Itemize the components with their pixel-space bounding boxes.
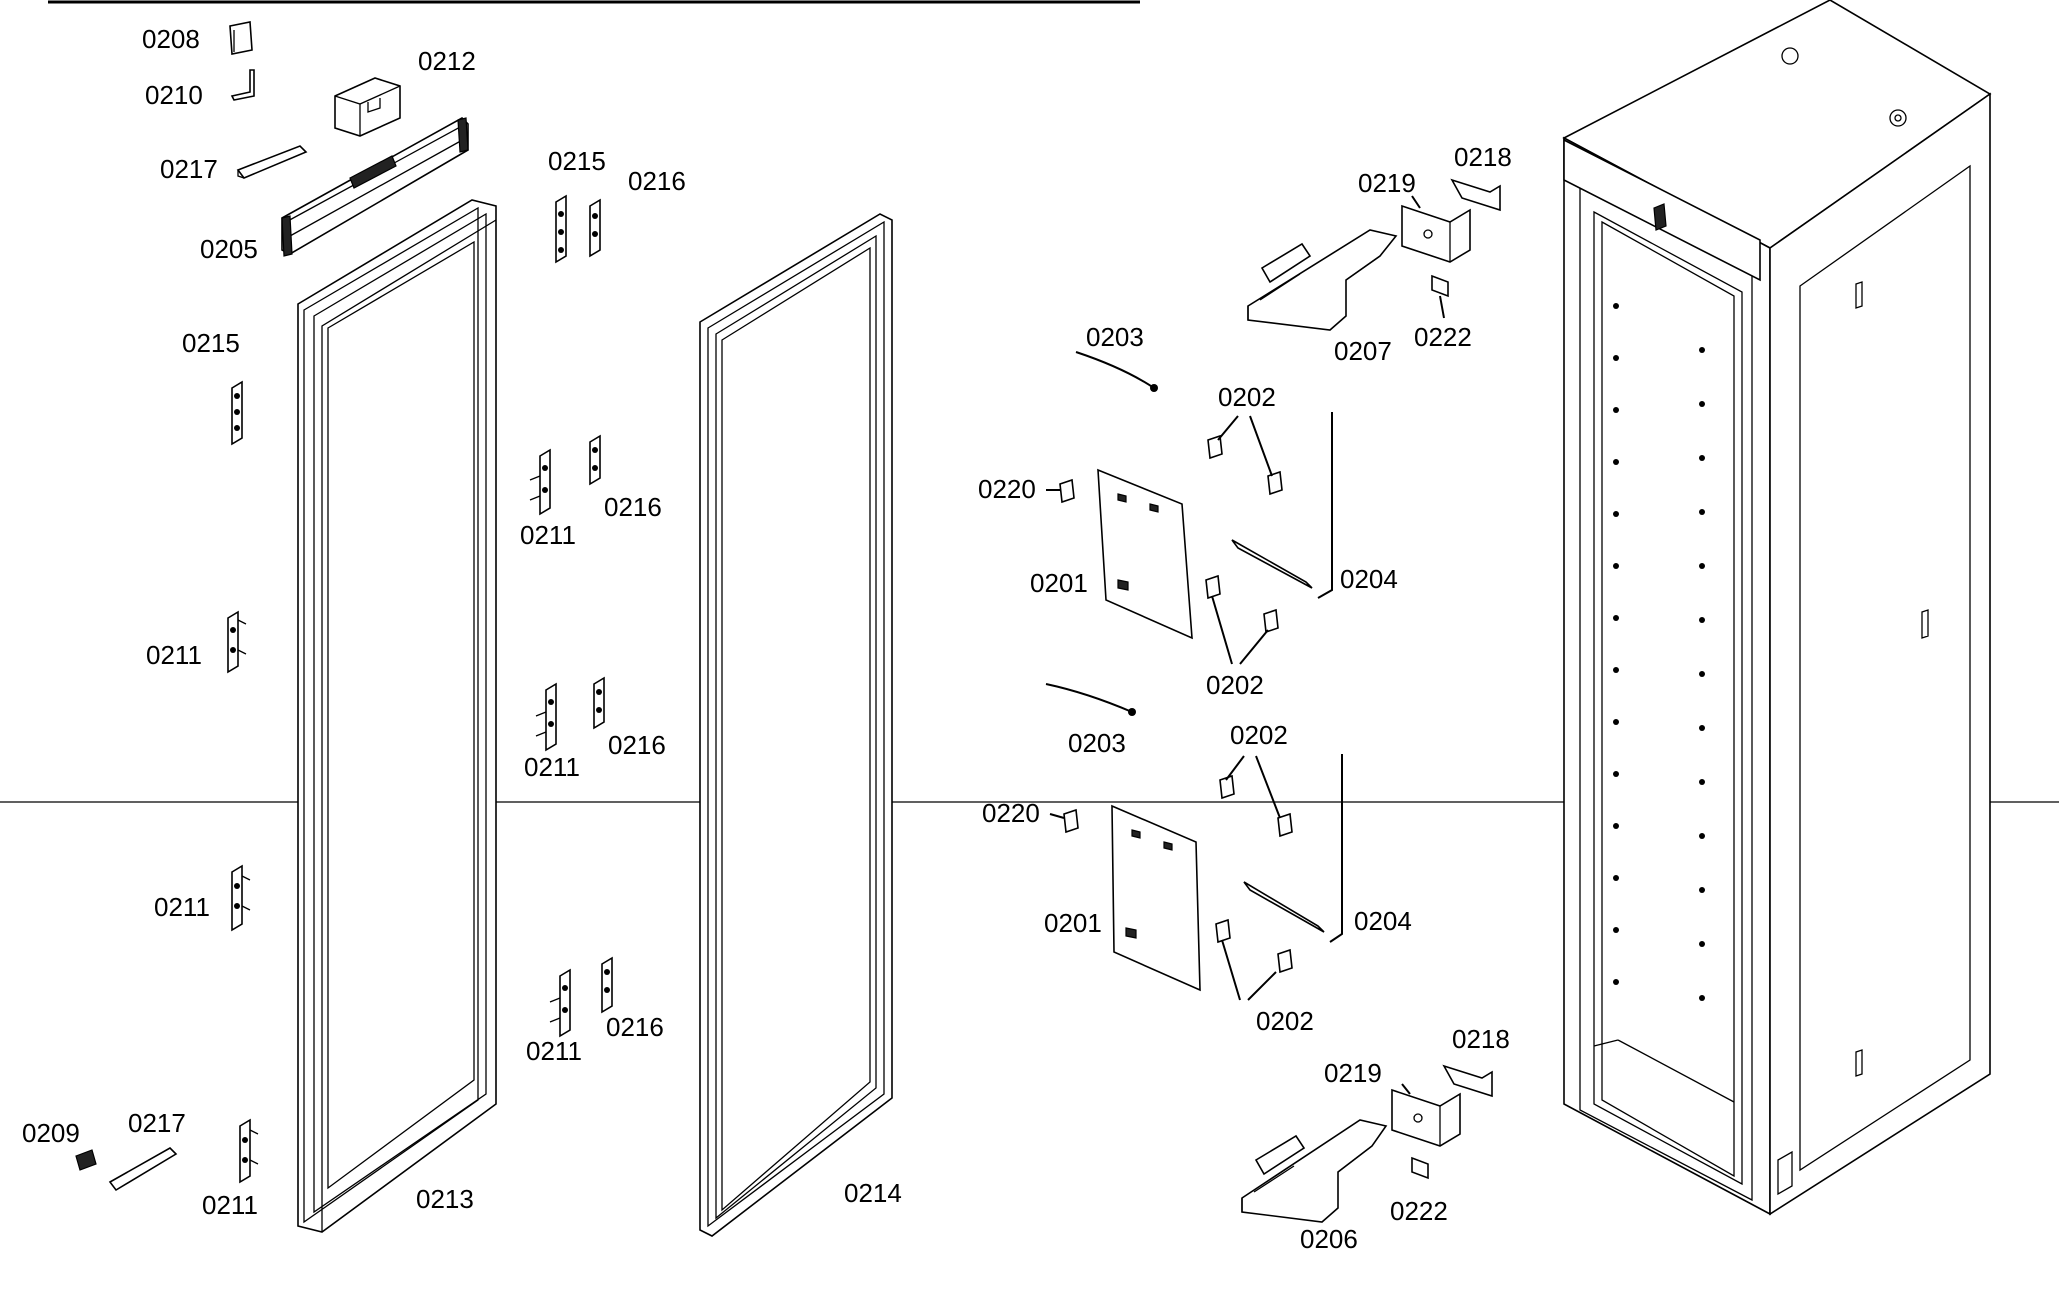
refrigerator-cabinet xyxy=(1562,0,1992,1216)
part-0204-upper-light-bar xyxy=(1231,412,1333,599)
label-0205: 0205 xyxy=(200,234,258,264)
leader-0202c xyxy=(1225,755,1281,819)
label-0201-lower: 0201 xyxy=(1044,908,1102,938)
leader-0202d xyxy=(1221,939,1277,1001)
part-0215-pin-left xyxy=(231,380,243,446)
label-0206: 0206 xyxy=(1300,1224,1358,1254)
label-0216-2: 0216 xyxy=(604,492,662,522)
label-0215-left: 0215 xyxy=(182,328,240,358)
label-0211-left-3: 0211 xyxy=(202,1190,258,1220)
part-0211-pin-left-3 xyxy=(239,1118,259,1184)
part-0208-cap xyxy=(229,21,253,55)
part-0206-lower-hinge xyxy=(1241,1119,1388,1223)
part-0207-upper-hinge xyxy=(1247,229,1398,331)
label-0204-upper: 0204 xyxy=(1340,564,1398,594)
part-0215-pin-center xyxy=(555,194,567,264)
label-0216-1: 0216 xyxy=(628,166,686,196)
label-0202-lower-top: 0202 xyxy=(1230,720,1288,750)
leader-0220b xyxy=(1049,813,1065,819)
label-0202-upper-bottom: 0202 xyxy=(1206,670,1264,700)
part-0202-upper-holders xyxy=(1205,434,1283,634)
part-0205-hinge-bar xyxy=(281,117,469,257)
label-0222-lower: 0222 xyxy=(1390,1196,1448,1226)
part-0204-lower-light-bar xyxy=(1243,754,1343,943)
label-0214: 0214 xyxy=(844,1178,902,1208)
label-0222-upper: 0222 xyxy=(1414,322,1472,352)
part-0216-pin-center-1 xyxy=(589,198,601,258)
label-0210: 0210 xyxy=(145,80,203,110)
label-0211-center-1: 0211 xyxy=(520,520,576,550)
label-0220-lower: 0220 xyxy=(982,798,1040,828)
label-0217-top: 0217 xyxy=(160,154,218,184)
part-0216-pin-center-2 xyxy=(589,434,601,486)
part-0220-lower-clip xyxy=(1063,808,1079,834)
leader-0202b xyxy=(1211,595,1269,665)
part-0211-pin-left-2 xyxy=(231,864,251,932)
label-0212: 0212 xyxy=(418,46,476,76)
part-0214-door-gasket xyxy=(699,213,893,1237)
part-0213-door-frame xyxy=(297,199,497,1233)
label-0216-3: 0216 xyxy=(608,730,666,760)
label-0209: 0209 xyxy=(22,1118,80,1148)
part-0217-top-bracket xyxy=(236,145,308,179)
leader-0219a xyxy=(1411,195,1421,209)
part-0210-clip xyxy=(230,69,255,101)
part-0211-pin-center-2 xyxy=(535,682,557,752)
label-0220-upper: 0220 xyxy=(978,474,1036,504)
part-0219-upper-plate xyxy=(1401,204,1471,263)
part-0217-bottom-bracket xyxy=(108,1147,178,1192)
leader-0219b xyxy=(1401,1083,1411,1095)
label-0219-upper: 0219 xyxy=(1358,168,1416,198)
leader-0202a xyxy=(1217,415,1273,477)
label-0207: 0207 xyxy=(1334,336,1392,366)
part-0211-pin-center-1 xyxy=(529,448,551,516)
leader-0222a xyxy=(1439,295,1445,319)
label-0211-left-1: 0211 xyxy=(146,640,202,670)
label-0211-center-2: 0211 xyxy=(524,752,580,782)
label-0202-lower-bottom: 0202 xyxy=(1256,1006,1314,1036)
label-0202-upper-top: 0202 xyxy=(1218,382,1276,412)
part-0211-pin-center-3 xyxy=(549,968,571,1038)
part-0222-upper-pad xyxy=(1431,274,1449,298)
part-0209-clip xyxy=(75,1149,97,1171)
part-0202-lower-holders xyxy=(1215,774,1293,974)
label-0203-lower: 0203 xyxy=(1068,728,1126,758)
label-0219-lower: 0219 xyxy=(1324,1058,1382,1088)
label-0218-lower: 0218 xyxy=(1452,1024,1510,1054)
part-0216-pin-center-4 xyxy=(601,956,613,1014)
part-0216-pin-center-3 xyxy=(593,676,605,730)
label-0211-left-2: 0211 xyxy=(154,892,210,922)
part-0212-cover xyxy=(334,77,401,137)
part-0201-upper-panel xyxy=(1097,468,1193,640)
part-0201-lower-panel xyxy=(1111,804,1201,992)
label-0213: 0213 xyxy=(416,1184,474,1214)
part-0222-lower-pad xyxy=(1411,1156,1429,1180)
label-0217-bottom: 0217 xyxy=(128,1108,186,1138)
label-0215-center: 0215 xyxy=(548,146,606,176)
label-0201-upper: 0201 xyxy=(1030,568,1088,598)
label-0216-4: 0216 xyxy=(606,1012,664,1042)
label-0203-upper: 0203 xyxy=(1086,322,1144,352)
part-0203-lower-cable xyxy=(1045,683,1136,716)
part-0220-upper-clip xyxy=(1059,478,1075,504)
label-0204-lower: 0204 xyxy=(1354,906,1412,936)
label-0211-center-3: 0211 xyxy=(526,1036,582,1066)
part-0203-upper-cable xyxy=(1075,351,1158,392)
part-0219-lower-plate xyxy=(1391,1088,1461,1147)
part-0218-upper-bracket xyxy=(1450,178,1501,212)
part-0211-pin-left-1 xyxy=(227,610,247,674)
part-0218-lower-bracket xyxy=(1442,1064,1493,1098)
label-0218-upper: 0218 xyxy=(1454,142,1512,172)
label-0208: 0208 xyxy=(142,24,200,54)
